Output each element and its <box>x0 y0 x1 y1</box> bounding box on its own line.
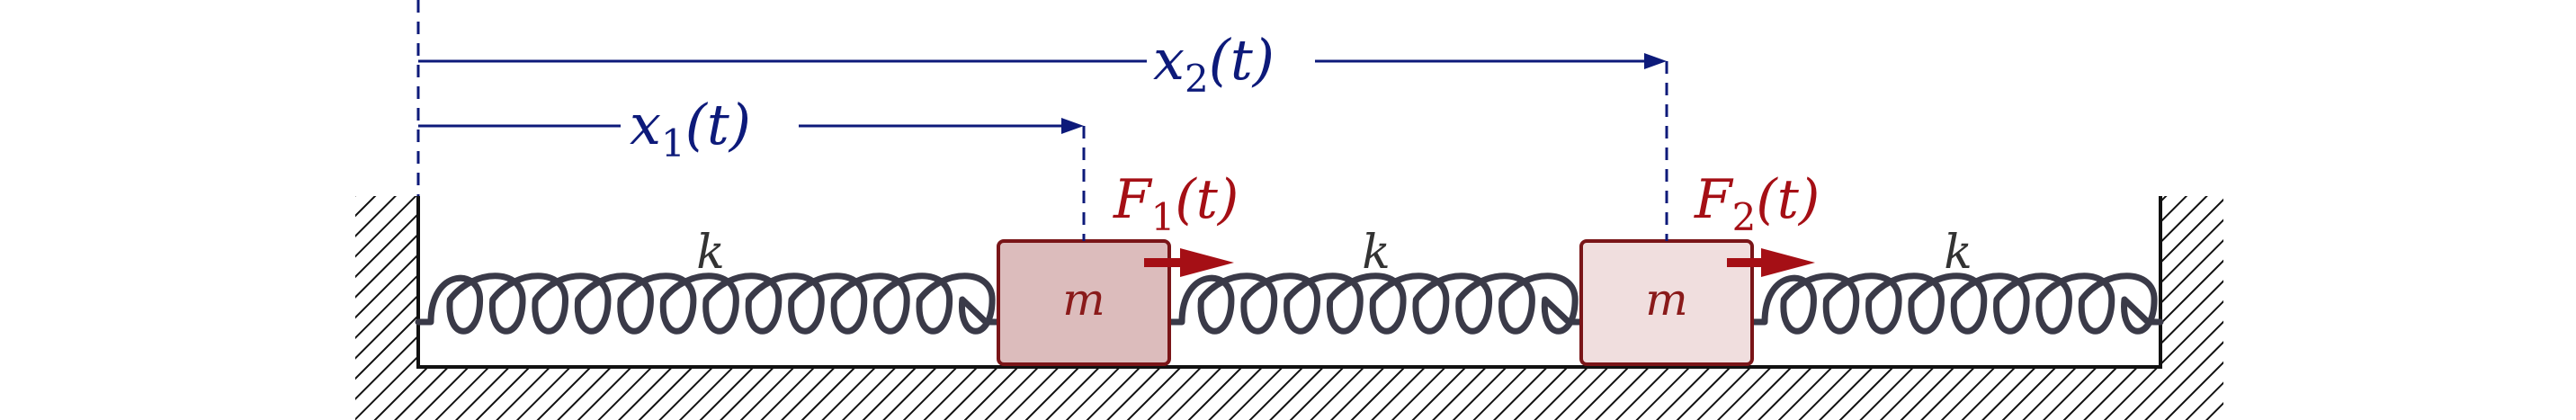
x1-subscript: 1 <box>661 121 685 165</box>
spring-right-label: k <box>1944 226 1972 280</box>
spring-middle-label: k <box>1362 226 1391 280</box>
x2-argument: (t) <box>1209 27 1275 93</box>
x1-symbol: x <box>630 92 661 157</box>
x2-subscript: 2 <box>1185 57 1209 101</box>
force-1-subscript: 1 <box>1151 195 1176 239</box>
spring-left-label: k <box>696 226 725 280</box>
left-wall <box>355 196 418 367</box>
force-2-symbol: F <box>1694 168 1734 231</box>
force-2-argument: (t) <box>1756 168 1820 231</box>
right-wall <box>2160 196 2223 367</box>
spring-left <box>415 273 1002 335</box>
force-2-label: F2(t) <box>1694 168 1820 239</box>
force-1-label: F1(t) <box>1113 168 1239 239</box>
force-1-argument: (t) <box>1175 168 1239 231</box>
x2-label: x2(t) <box>1153 27 1275 101</box>
reference-dashes <box>416 0 1668 241</box>
wall-floor-outline <box>416 196 2162 369</box>
x1-argument: (t) <box>685 92 751 157</box>
force-1-arrow <box>1144 248 1234 277</box>
spring-middle <box>1166 273 1585 335</box>
mass-1-label: m <box>1062 273 1105 326</box>
x1-label: x1(t) <box>630 92 751 165</box>
force-2-subscript: 2 <box>1732 195 1757 239</box>
spring-right <box>1749 273 2164 335</box>
x2-arrowhead <box>1644 53 1667 69</box>
force-2-arrow <box>1727 248 1815 277</box>
floor <box>355 367 2223 420</box>
force-1-symbol: F <box>1113 168 1153 231</box>
x1-arrowhead <box>1061 118 1084 134</box>
mass-2-label: m <box>1645 273 1687 326</box>
x2-symbol: x <box>1153 27 1185 93</box>
